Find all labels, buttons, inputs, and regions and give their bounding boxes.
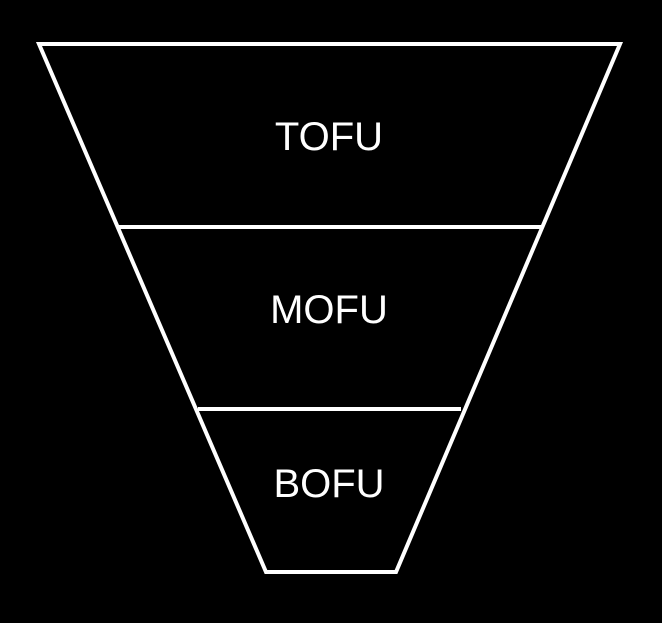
stage-label-bofu: BOFU (273, 462, 384, 506)
stage-label-mofu: MOFU (270, 288, 388, 332)
stage-label-tofu: TOFU (275, 115, 383, 159)
funnel-outline (35, 42, 624, 574)
